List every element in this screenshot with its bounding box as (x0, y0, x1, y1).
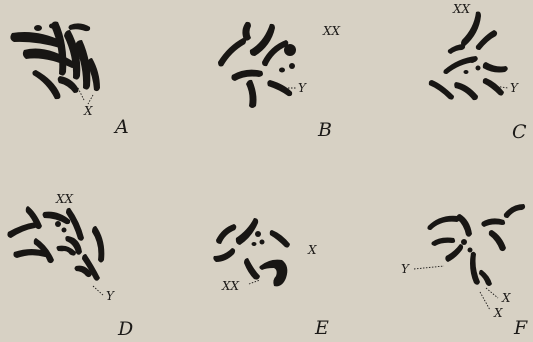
panel-c-xx-label: XX (452, 2, 471, 16)
panel-a: X A (10, 22, 128, 139)
panel-b-chromosomes (218, 22, 296, 108)
panel-d-y-lead-line (93, 286, 104, 296)
panel-a-x-label: X (83, 104, 93, 118)
panel-f-x-lead-line-2 (480, 292, 490, 310)
panel-d: XX Y D (7, 192, 133, 340)
panel-f-letter: F (513, 317, 528, 339)
panel-b-xx-label: XX (322, 24, 341, 38)
panel-d-y-label: Y (106, 289, 115, 303)
panel-e-letter: E (314, 317, 329, 339)
panel-b-y-label: Y (298, 81, 307, 95)
panel-e-xx-lead-line (249, 280, 260, 284)
panel-f-x-label-lower: X (493, 306, 503, 320)
panel-f-chromosomes (427, 204, 525, 286)
panel-c-letter: C (512, 121, 527, 143)
panel-f-x-lead-line-1 (486, 288, 498, 298)
panel-d-chromosomes (7, 206, 104, 281)
panel-e-chromosomes (213, 218, 290, 286)
panel-b-letter: B (317, 119, 332, 141)
panel-c-chromosomes (429, 12, 508, 101)
panel-a-x-lead-line (78, 88, 93, 104)
panel-b: XX Y B (218, 22, 341, 141)
panel-f-x-label-upper: X (501, 291, 511, 305)
panel-e-x-label: X (307, 243, 317, 257)
panel-c: XX Y C (429, 2, 527, 143)
panel-f-y-label: Y (401, 262, 410, 276)
panel-f-y-lead-line (414, 266, 444, 269)
panel-a-chromosomes (10, 22, 100, 100)
panel-d-xx-label: XX (55, 192, 74, 206)
panel-c-y-label: Y (510, 81, 519, 95)
panel-f: Y X X F (401, 204, 528, 339)
panel-d-letter: D (117, 318, 133, 340)
panel-a-letter: A (113, 116, 129, 138)
panel-e: X XX E (213, 218, 329, 339)
panel-e-xx-label: XX (221, 279, 240, 293)
